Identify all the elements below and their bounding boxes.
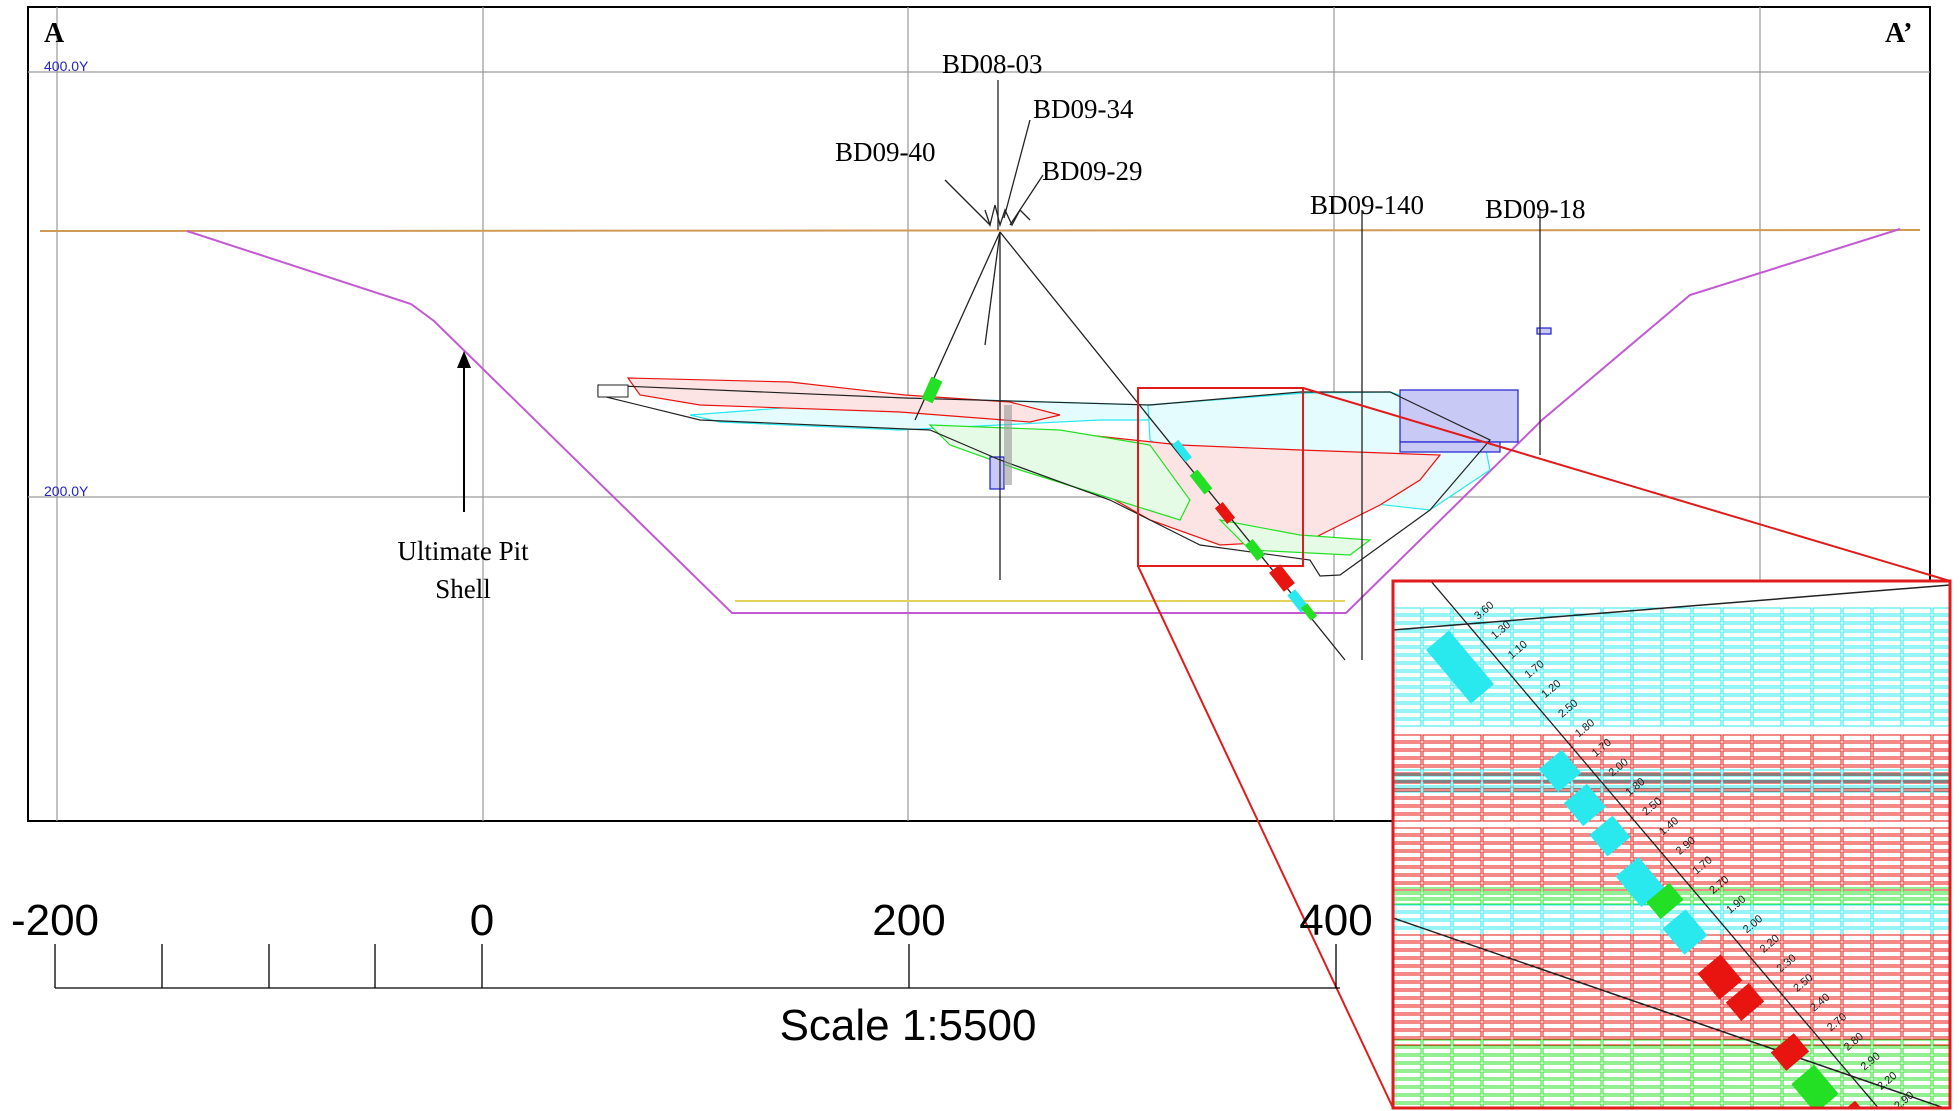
drillhole-label-bd08-03: BD08-03 [942, 49, 1043, 79]
drillhole-label-bd09-140: BD09-140 [1310, 190, 1424, 220]
inset-interval-block [1646, 882, 1684, 920]
section-start-label: A [44, 18, 65, 49]
zoom-region-box [1137, 387, 1304, 567]
inset-interval-block [1426, 630, 1494, 704]
inset-interval-block [1791, 1064, 1839, 1108]
scale-bar: -200 0 200 400 Scale 1:5500 [11, 896, 1373, 1050]
scale-tick-label-0: 0 [470, 896, 494, 945]
scale-tick-label-200: 200 [872, 896, 945, 945]
zoom-inset-frame [1391, 579, 1952, 1110]
inset-interval-block [1770, 1033, 1810, 1071]
inset-interval-block [1725, 983, 1765, 1021]
pit-shell-label-line2: Shell [435, 574, 491, 604]
elevation-label-200: 200.0Y [44, 483, 89, 499]
ultimate-pit-shell [186, 228, 1901, 614]
drillhole-trace-bd09-34 [984, 231, 1001, 346]
drillhole-intervals [921, 376, 1318, 621]
inset-interval-block [1615, 857, 1665, 907]
inset-drillhole-trace [1429, 581, 1880, 1108]
inset-interval-block [1538, 749, 1582, 793]
block-model [597, 327, 1552, 577]
block-model-tail [597, 384, 629, 398]
annotation-arrowhead [457, 351, 471, 368]
section-end-label: A’ [1885, 18, 1912, 49]
scale-tick-label-400: 400 [1299, 896, 1372, 945]
drillhole-label-bd09-34: BD09-34 [1033, 94, 1134, 124]
drillhole-label-bd09-40: BD09-40 [835, 137, 936, 167]
topography-line [39, 229, 1921, 232]
inset-orebody-top [1393, 584, 1950, 631]
green-grade-blocks [928, 424, 1372, 556]
drillhole-label-bd09-18: BD09-18 [1485, 194, 1586, 224]
grid-lines [28, 7, 1930, 821]
drillhole-labels: BD08-03 BD09-34 BD09-40 BD09-29 BD09-140… [835, 49, 1586, 224]
inset-interval-block [1662, 909, 1708, 955]
zoom-connector-lines [1137, 387, 1951, 1109]
inset-orebody-bottom [1393, 917, 1947, 1108]
section-panel: A A’ 400.0Y 200.0Y [27, 6, 1931, 822]
pit-shell-annotation: Ultimate Pit Shell [397, 351, 529, 604]
drillhole-label-bd09-29: BD09-29 [1042, 156, 1143, 186]
inset-interval-block [1589, 815, 1631, 857]
inset-interval-block [1563, 783, 1607, 827]
scale-caption: Scale 1:5500 [780, 1001, 1037, 1050]
elevation-label-400: 400.0Y [44, 58, 89, 74]
inset-drillhole-intervals [1426, 630, 1868, 1108]
zoom-inset: 3.601.301.101.701.202.501.801.702.001.80… [1391, 579, 1952, 1110]
scale-tick-label-minus200: -200 [11, 896, 99, 945]
inset-interval-block [1697, 954, 1743, 1000]
orebody-outline [597, 384, 1491, 577]
pit-shell-label-line1: Ultimate Pit [397, 536, 529, 566]
